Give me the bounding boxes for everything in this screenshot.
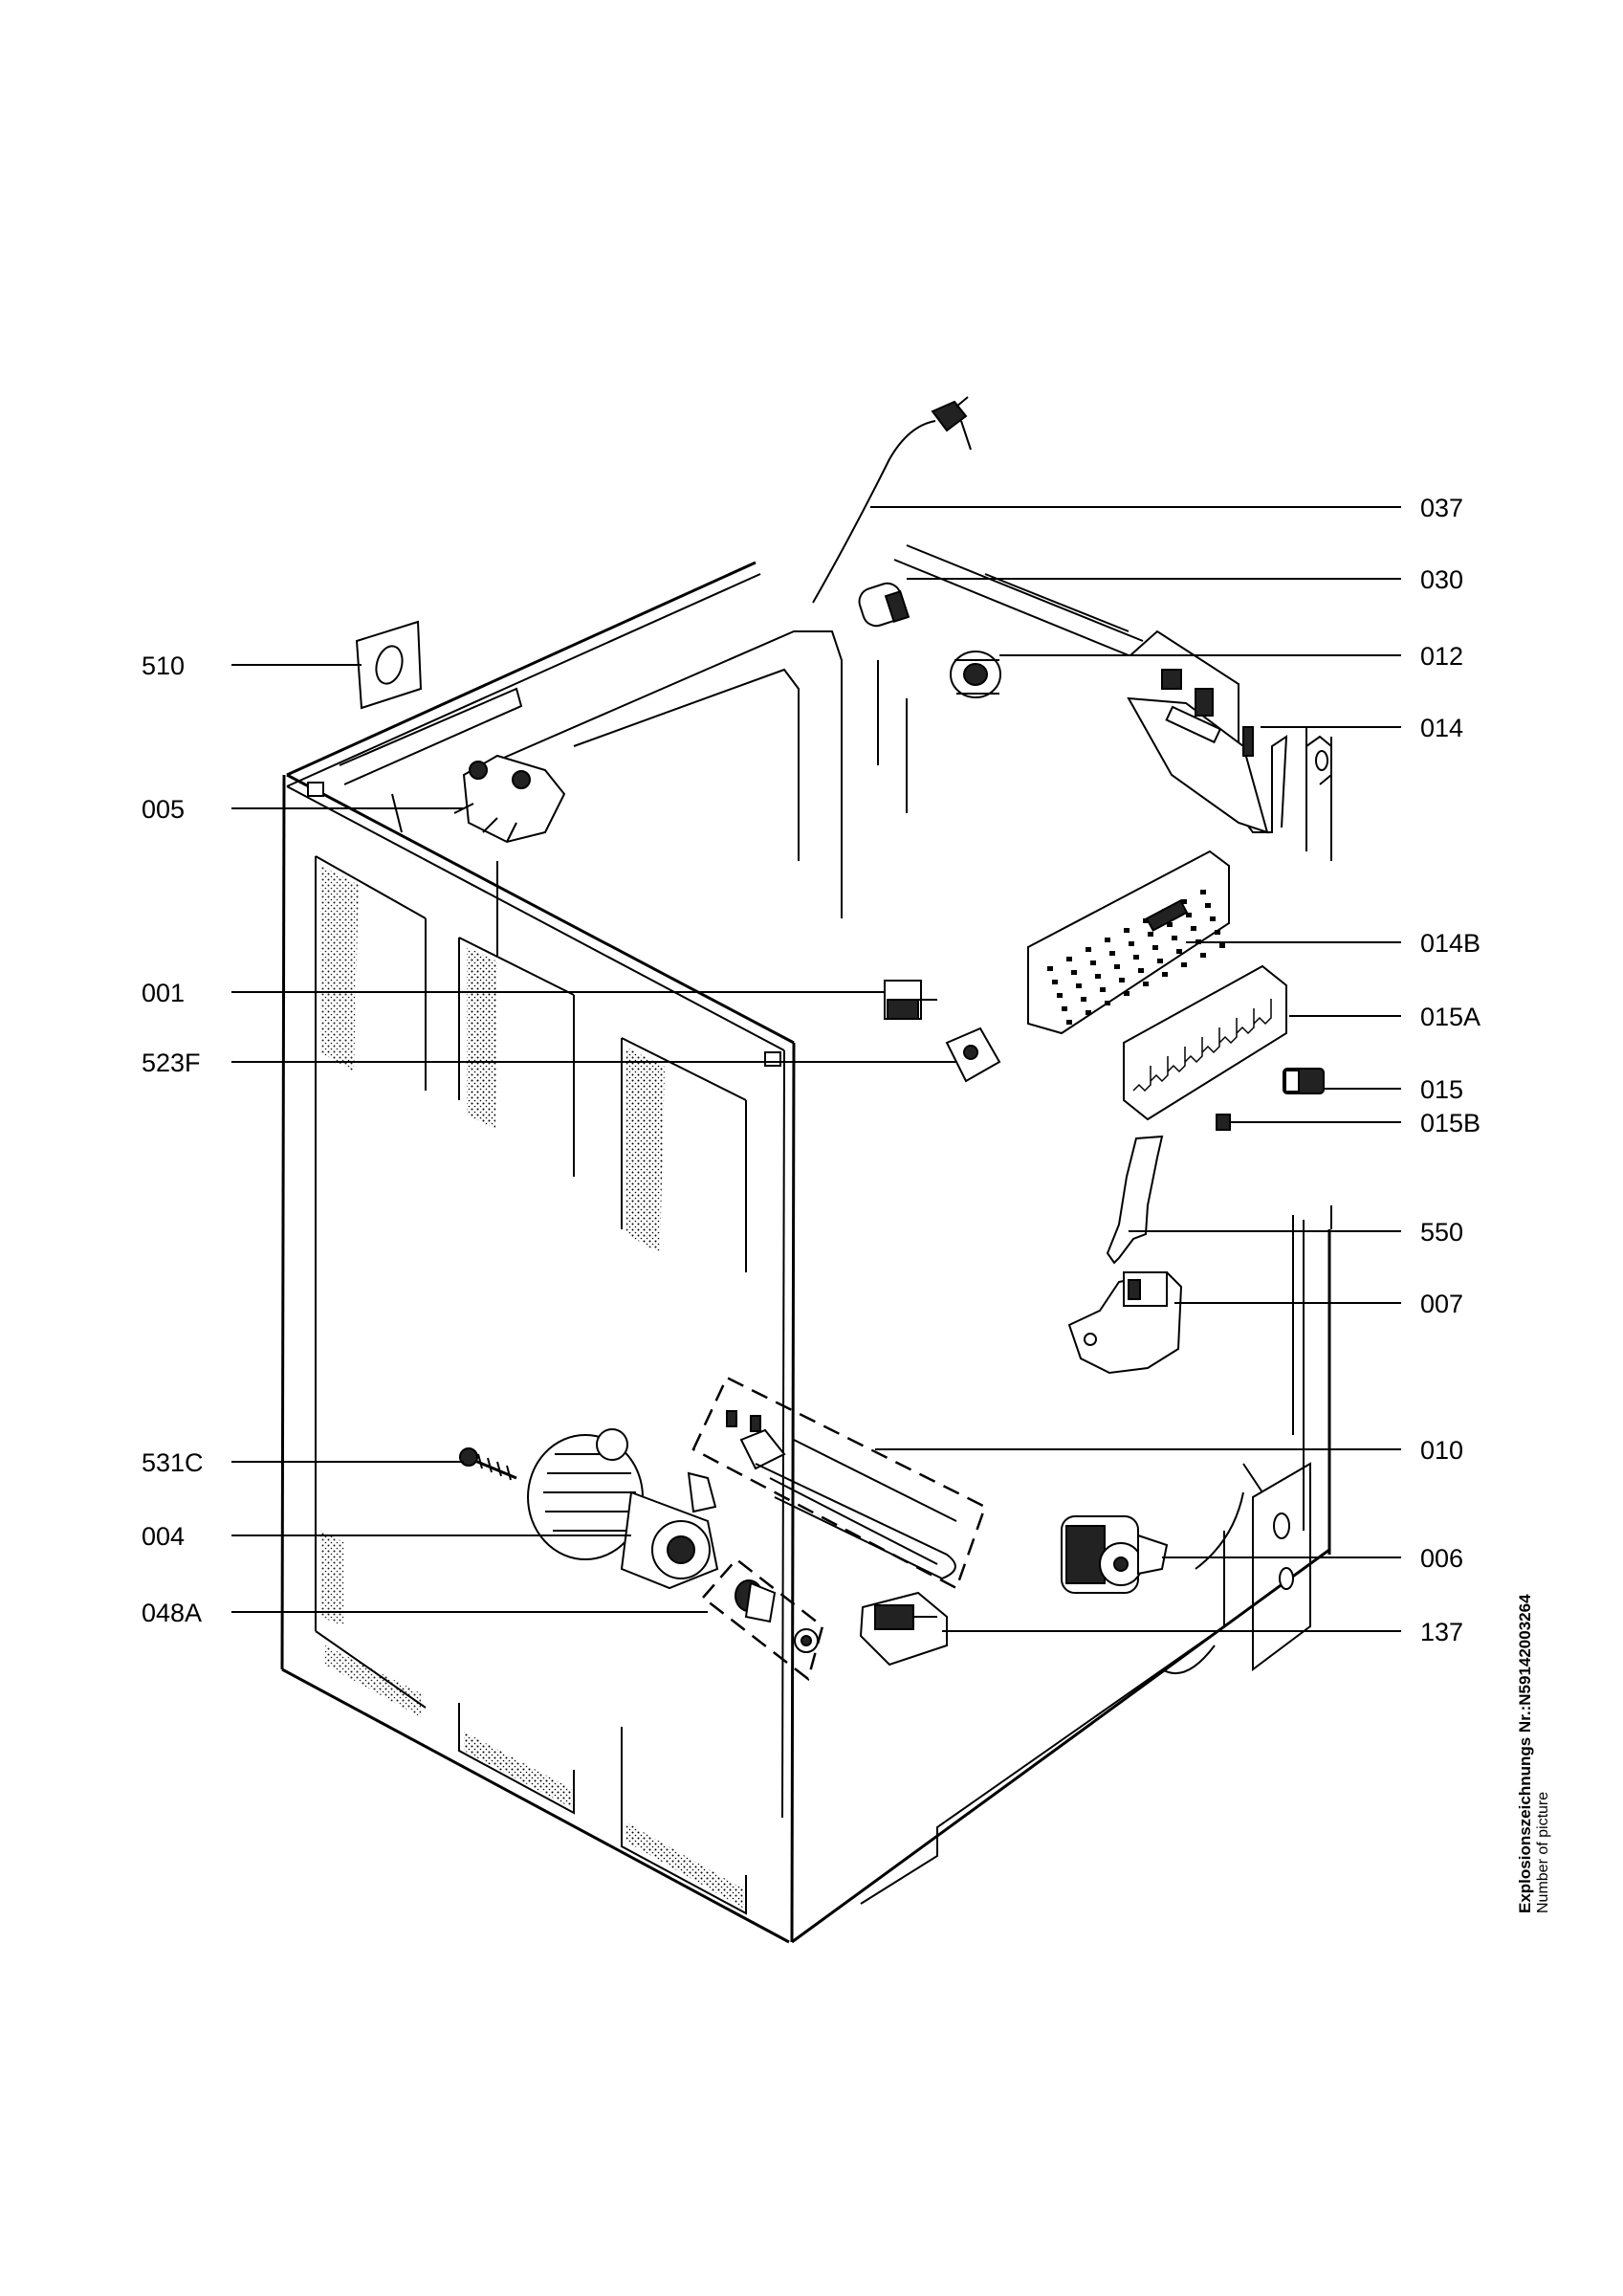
board-component	[1066, 1020, 1072, 1025]
part-531C-bolt	[459, 1447, 517, 1481]
label-015: 015	[1420, 1075, 1463, 1104]
label-010: 010	[1420, 1436, 1463, 1465]
board-component	[1191, 926, 1196, 931]
part-510-cover-disc	[355, 620, 423, 710]
board-component	[1066, 957, 1072, 961]
label-014: 014	[1420, 714, 1463, 742]
label-015B: 015B	[1420, 1109, 1480, 1137]
board-component	[1143, 982, 1149, 986]
board-component	[1100, 987, 1106, 992]
board-component	[1086, 1010, 1091, 1015]
drawing-number: Explosionszeichnungs Nr.:N5914200326​4	[1516, 1594, 1534, 1913]
board-component	[1148, 932, 1153, 937]
board-component	[1129, 941, 1134, 946]
board-component	[1205, 903, 1211, 908]
board-component	[1047, 966, 1053, 971]
board-component	[1119, 978, 1125, 982]
part-137-level-switch	[859, 1591, 948, 1667]
label-015A: 015A	[1420, 1003, 1480, 1031]
part-523F-clip	[945, 1027, 1001, 1083]
part-012-timer	[950, 651, 1001, 698]
label-004: 004	[142, 1522, 185, 1551]
board-component	[1071, 970, 1077, 975]
drawing-number-caption: Number of picture	[1535, 1791, 1551, 1913]
keypad-contact	[1184, 1037, 1203, 1064]
board-component	[1200, 953, 1206, 958]
board-component	[1200, 890, 1206, 894]
keypad-contact	[1253, 999, 1272, 1026]
board-component	[1124, 928, 1130, 933]
board-component	[1210, 916, 1216, 921]
board-component	[1109, 951, 1115, 956]
part-048A-pump-filter	[701, 1557, 824, 1682]
label-048A: 048A	[142, 1599, 202, 1627]
board-component	[1186, 913, 1192, 917]
part-005-valve	[453, 754, 566, 844]
part-labels: 037 030 012 014 014B 015A 015 015B 550 0…	[142, 494, 1480, 1646]
board-component	[1052, 980, 1058, 984]
part-014-control-board	[1127, 629, 1288, 834]
label-014B: 014B	[1420, 929, 1480, 958]
board-component	[1181, 899, 1187, 904]
part-015B-indicator	[1216, 1114, 1231, 1131]
part-010-heating-element	[691, 1376, 987, 1590]
board-component	[1057, 993, 1063, 998]
label-531C: 531C	[142, 1448, 204, 1477]
part-001-interference-filter	[884, 980, 937, 1020]
board-component	[1219, 943, 1225, 948]
label-523F: 523F	[142, 1049, 201, 1077]
label-012: 012	[1420, 642, 1463, 671]
label-005: 005	[142, 795, 185, 824]
board-component	[1181, 962, 1187, 967]
part-007-door-lock	[1067, 1270, 1183, 1375]
keypad-contact	[1150, 1056, 1169, 1083]
board-component	[1172, 936, 1177, 940]
board-component	[1090, 960, 1096, 965]
board-component	[1105, 1001, 1110, 1005]
keypad-contact	[1236, 1008, 1255, 1035]
board-component	[1133, 955, 1139, 960]
board-component	[1076, 983, 1082, 988]
label-007: 007	[1420, 1290, 1463, 1318]
label-030: 030	[1420, 565, 1463, 594]
board-component	[1143, 918, 1149, 923]
board-component	[1162, 972, 1168, 977]
keypad-contact	[1201, 1027, 1220, 1054]
part-014B-electronic-board	[1027, 850, 1230, 1035]
part-030-filter	[858, 582, 910, 628]
board-component	[1114, 964, 1120, 969]
part-550-lever	[1106, 1135, 1164, 1265]
part-004-pump	[527, 1428, 719, 1590]
board-component	[1157, 959, 1163, 963]
keypad-contact	[1132, 1066, 1151, 1093]
board-component	[1124, 991, 1130, 996]
label-550: 550	[1420, 1218, 1463, 1247]
keypad-contact	[1167, 1047, 1186, 1073]
label-001: 001	[142, 979, 185, 1007]
keypad-contact	[1218, 1018, 1238, 1045]
board-component	[1095, 974, 1101, 979]
label-137: 137	[1420, 1618, 1463, 1646]
board-component	[1081, 997, 1086, 1002]
label-037: 037	[1420, 494, 1463, 522]
label-006: 006	[1420, 1544, 1463, 1573]
part-006-pressure-switch	[1061, 1515, 1169, 1594]
board-component	[1176, 949, 1182, 954]
board-component	[1062, 1006, 1067, 1011]
board-component	[1086, 947, 1091, 952]
board-component	[1152, 945, 1158, 950]
part-015-button	[1283, 1068, 1325, 1094]
part-037-power-cord	[812, 396, 972, 604]
leader-lines	[231, 506, 1401, 1632]
board-component	[1215, 930, 1220, 935]
board-component	[1167, 922, 1173, 927]
board-component	[1105, 938, 1110, 942]
part-015A-keypad-board	[1123, 964, 1287, 1121]
drawing-number-footer: Explosionszeichnungs Nr.:N5914200326​4 N…	[1516, 1594, 1552, 1913]
label-510: 510	[142, 651, 185, 680]
board-component	[1138, 968, 1144, 973]
